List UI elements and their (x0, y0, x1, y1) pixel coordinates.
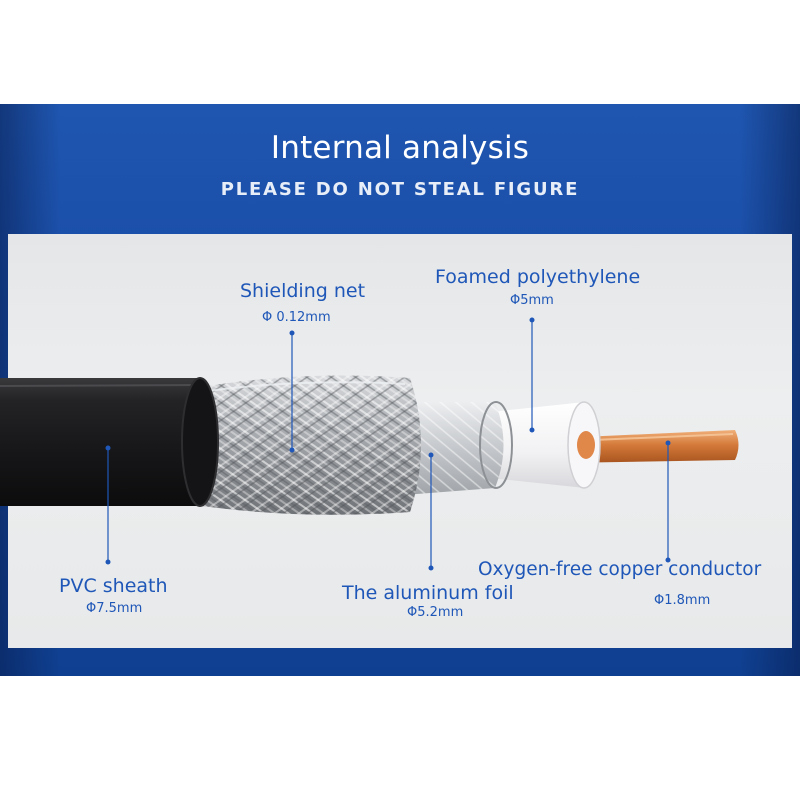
dim-aluminum-foil: Φ5.2mm (407, 605, 464, 620)
foam-dielectric (490, 401, 601, 489)
dim-copper-conductor: Φ1.8mm (654, 593, 711, 608)
label-aluminum-foil: The aluminum foil (342, 582, 514, 604)
label-pvc-sheath: PVC sheath (59, 575, 168, 597)
dim-shielding-net: Φ 0.12mm (262, 310, 331, 325)
page-title: Internal analysis (270, 130, 530, 166)
label-foamed-polyethylene: Foamed polyethylene (435, 266, 641, 288)
page-subtitle: PLEASE DO NOT STEAL FIGURE (220, 179, 580, 200)
pvc-sheath (0, 377, 219, 507)
shielding-braid (195, 375, 421, 515)
leader-lines (105, 317, 671, 571)
label-copper-conductor: Oxygen-free copper conductor (478, 559, 762, 580)
dim-foamed-polyethylene: Φ5mm (510, 293, 554, 308)
dim-pvc-sheath: Φ7.5mm (86, 601, 143, 616)
label-shielding-net: Shielding net (240, 280, 366, 302)
